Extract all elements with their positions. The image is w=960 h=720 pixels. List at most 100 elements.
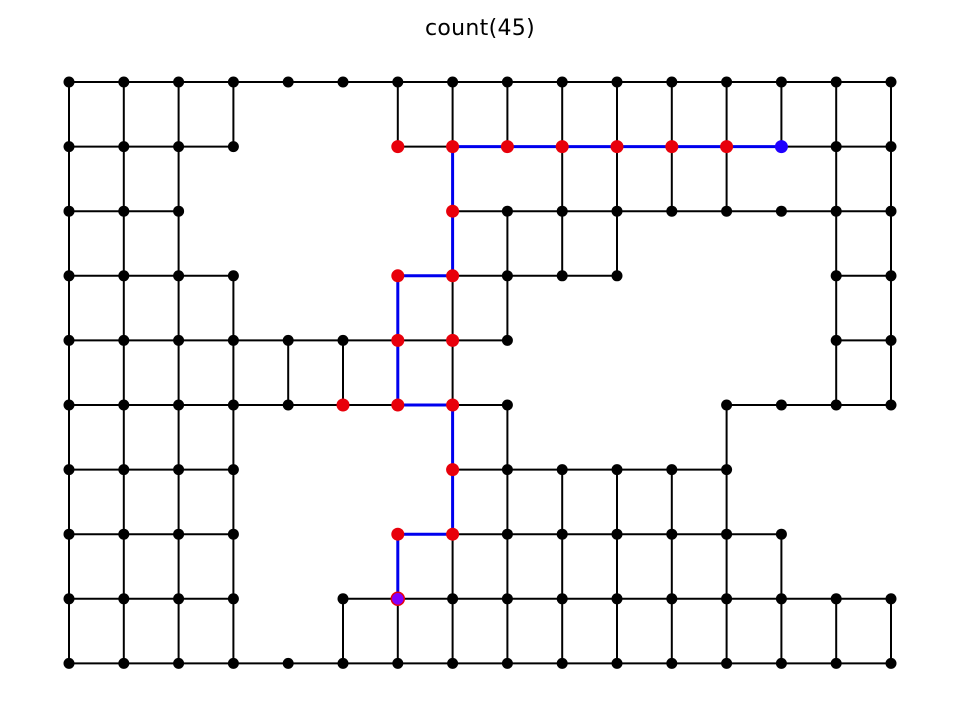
graph-node	[885, 76, 897, 88]
graph-node	[227, 593, 239, 605]
graph-node	[282, 399, 294, 411]
graph-node	[173, 76, 185, 88]
visited-node	[446, 333, 460, 347]
graph-node	[885, 270, 897, 282]
graph-node	[721, 657, 733, 669]
graph-node	[447, 593, 459, 605]
path-node	[391, 398, 405, 412]
visited-node	[391, 140, 405, 154]
graph-node	[721, 593, 733, 605]
graph-node	[501, 205, 513, 217]
graph-node	[173, 205, 185, 217]
graph-node	[775, 76, 787, 88]
graph-node	[885, 399, 897, 411]
path-node	[446, 398, 460, 412]
start-node	[390, 591, 406, 607]
graph-node	[830, 593, 842, 605]
path-node	[391, 527, 405, 541]
path-node	[500, 140, 514, 154]
graph-node	[830, 270, 842, 282]
graph-node	[118, 205, 130, 217]
graph-node	[501, 76, 513, 88]
graph-node	[830, 205, 842, 217]
graph-node	[173, 270, 185, 282]
graph-node	[721, 76, 733, 88]
visited-node	[336, 398, 350, 412]
graph-node	[775, 593, 787, 605]
graph-node	[830, 657, 842, 669]
graph-node	[611, 76, 623, 88]
graph-node	[63, 399, 75, 411]
graph-node	[666, 528, 678, 540]
graph-node	[556, 657, 568, 669]
graph-node	[611, 464, 623, 476]
graph-node	[227, 657, 239, 669]
graph-node	[173, 399, 185, 411]
graph-node	[173, 141, 185, 153]
graph-node	[337, 657, 349, 669]
graph-node	[227, 399, 239, 411]
graph-node	[118, 528, 130, 540]
graph-node	[63, 657, 75, 669]
graph-node	[501, 334, 513, 346]
graph-node	[118, 334, 130, 346]
graph-node	[775, 205, 787, 217]
graph-node	[118, 270, 130, 282]
edges-layer	[68, 81, 892, 665]
graph-node	[885, 657, 897, 669]
graph-node	[337, 76, 349, 88]
graph-node	[885, 205, 897, 217]
graph-node	[666, 657, 678, 669]
path-node	[391, 333, 405, 347]
nodes-layer	[63, 76, 897, 669]
graph-node	[830, 141, 842, 153]
graph-node	[227, 141, 239, 153]
graph-node	[501, 657, 513, 669]
graph-node	[63, 76, 75, 88]
graph-node	[173, 334, 185, 346]
graph-node	[501, 399, 513, 411]
graph-node	[830, 76, 842, 88]
graph-node	[447, 657, 459, 669]
path-node	[665, 140, 679, 154]
graph-node	[118, 76, 130, 88]
path-node	[446, 269, 460, 283]
graph-node	[611, 593, 623, 605]
graph-node	[118, 657, 130, 669]
graph-node	[63, 141, 75, 153]
graph-node	[337, 593, 349, 605]
graph-node	[173, 657, 185, 669]
graph-node	[885, 334, 897, 346]
graph-node	[885, 593, 897, 605]
graph-node	[501, 270, 513, 282]
graph-node	[611, 528, 623, 540]
graph-node	[63, 528, 75, 540]
graph-node	[392, 76, 404, 88]
graph-node	[227, 270, 239, 282]
graph-node	[173, 593, 185, 605]
graph-node	[830, 334, 842, 346]
graph-node	[337, 334, 349, 346]
graph-node	[63, 270, 75, 282]
graph-node	[611, 270, 623, 282]
path-node	[446, 140, 460, 154]
graph-node	[721, 205, 733, 217]
graph-node	[282, 76, 294, 88]
graph-node	[556, 76, 568, 88]
graph-node	[282, 657, 294, 669]
graph-node	[666, 205, 678, 217]
graph-node	[611, 657, 623, 669]
graph-node	[118, 464, 130, 476]
graph-node	[501, 593, 513, 605]
graph-node	[501, 528, 513, 540]
current-node	[774, 140, 788, 154]
graph-node	[118, 141, 130, 153]
graph-node	[118, 399, 130, 411]
graph-node	[282, 334, 294, 346]
graph-node	[63, 205, 75, 217]
graph-node	[63, 593, 75, 605]
path-node	[446, 463, 460, 477]
graph-node	[666, 464, 678, 476]
graph-node	[721, 399, 733, 411]
